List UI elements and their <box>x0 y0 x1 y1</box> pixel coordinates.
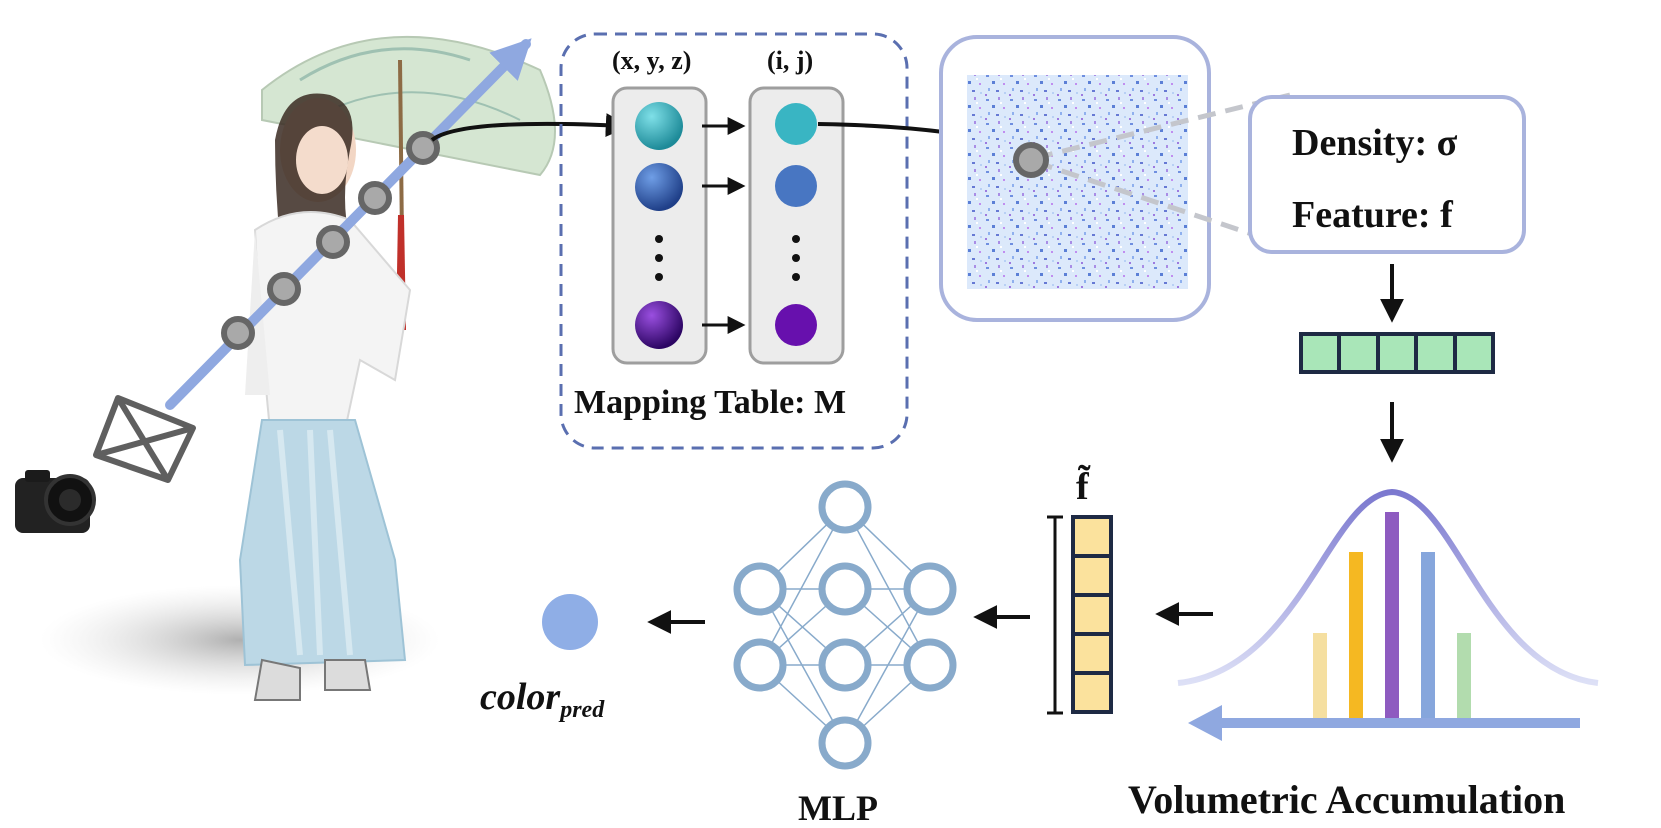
sample-point <box>221 316 255 350</box>
ij-dot <box>775 103 817 145</box>
sample-points <box>221 131 440 350</box>
accum-bar <box>1313 633 1327 723</box>
density-label: Density: σ <box>1292 122 1458 164</box>
feature-vector <box>1299 332 1495 374</box>
coords-label: (x, y, z) <box>612 46 692 75</box>
f-tilde-vector <box>1047 515 1113 715</box>
camera-frustum-icon <box>93 395 196 483</box>
accum-bar <box>1457 633 1471 723</box>
bar-chart-icon <box>1313 512 1471 723</box>
accum-bar <box>1349 552 1363 723</box>
mlp-label: MLP <box>798 788 878 828</box>
color-label-main: color <box>480 676 561 718</box>
feature-label: Feature: f <box>1292 194 1453 236</box>
ij-ellipsis <box>792 235 800 281</box>
mapping-table <box>559 32 909 450</box>
sample-point <box>316 225 350 259</box>
predicted-color-dot <box>542 594 598 650</box>
mlp-node <box>733 638 787 692</box>
xyz-sphere <box>635 163 683 211</box>
mapping-arrows <box>702 117 746 334</box>
accum-bar <box>1421 552 1435 723</box>
mlp-node <box>818 716 872 770</box>
neural-network-icon <box>733 480 957 770</box>
mlp-node <box>733 562 787 616</box>
mlp-node <box>818 638 872 692</box>
sample-point <box>358 181 392 215</box>
xyz-ellipsis <box>655 235 663 281</box>
feature-grid-image <box>967 75 1188 289</box>
accumulation-curve <box>1177 488 1599 686</box>
color-label-sub: pred <box>560 697 605 723</box>
mlp-nodes <box>733 480 957 770</box>
accumulation-axis-arrowhead <box>1188 705 1222 741</box>
density-feature-box <box>1248 95 1526 254</box>
person-figure <box>238 93 412 701</box>
ij-dot <box>775 165 817 207</box>
ij-column <box>748 86 845 365</box>
queried-point <box>1013 142 1049 178</box>
mlp-node <box>903 638 957 692</box>
sample-point <box>406 131 440 165</box>
mlp-node <box>818 562 872 616</box>
person-with-umbrella-image <box>40 35 556 701</box>
xyz-sphere <box>635 301 683 349</box>
feature-grid-panel <box>939 35 1301 322</box>
volumetric-accumulation-label: Volumetric Accumulation <box>1128 777 1566 822</box>
camera-icon <box>15 470 96 533</box>
sample-point <box>267 272 301 306</box>
mapping-table-label: Mapping Table: M <box>574 384 847 421</box>
mapping-table-border <box>559 32 909 450</box>
zoom-line <box>1034 92 1291 161</box>
mlp-node <box>903 562 957 616</box>
mlp-connections <box>759 506 931 744</box>
point-to-table-arrow <box>430 113 630 142</box>
f-tilde-label: f̃ <box>1076 466 1089 508</box>
volumetric-accumulation-plot <box>1177 488 1599 741</box>
xyz-sphere <box>635 102 683 150</box>
xyz-column <box>611 86 708 365</box>
mlp-node <box>818 480 872 534</box>
color-pred-label: colorpred <box>480 678 604 722</box>
accum-bar <box>1385 512 1399 723</box>
ij-dot <box>775 304 817 346</box>
ij-label: (i, j) <box>767 46 814 75</box>
